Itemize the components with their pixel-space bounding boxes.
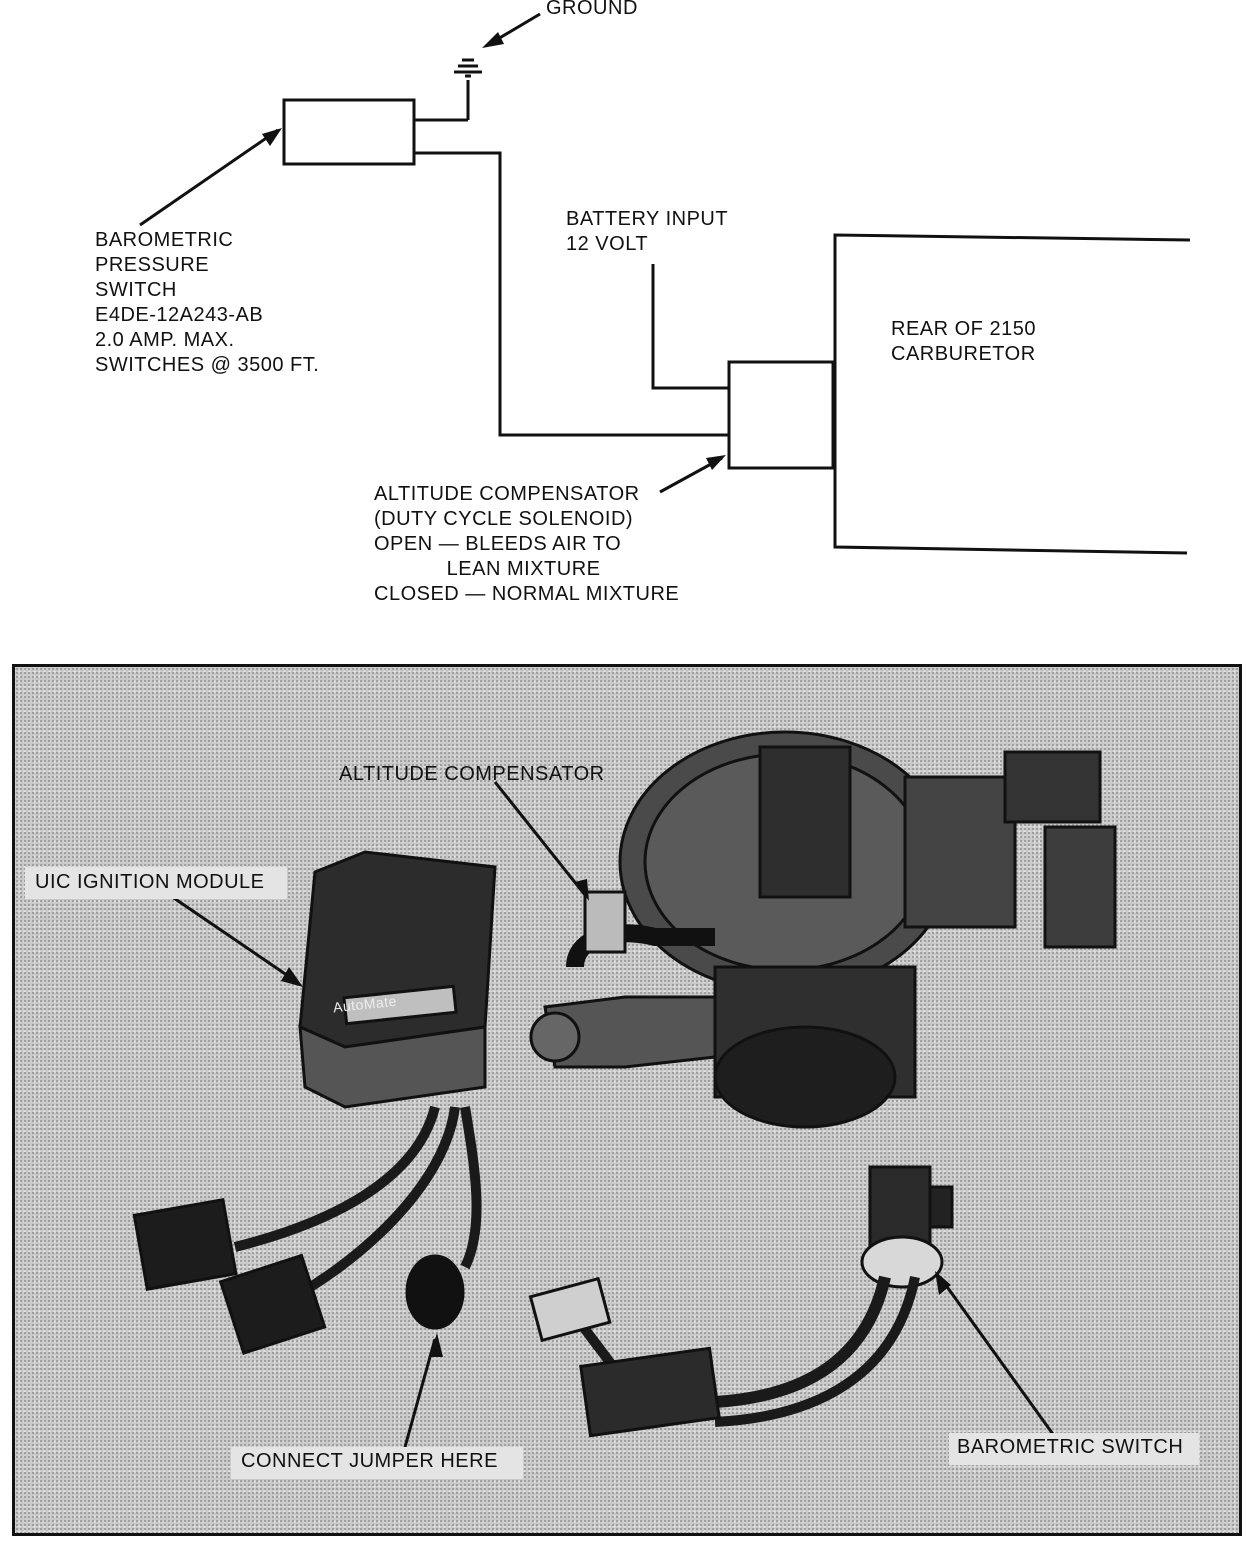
wiring-schematic	[139, 12, 1191, 555]
carburetor-label: REAR OF 2150 CARBURETOR	[891, 318, 1036, 365]
battery-input-label: BATTERY INPUT 12 VOLT	[566, 208, 729, 255]
module-callout-arrow	[164, 890, 298, 984]
component-photo: ALTITUDE COMPENSATOR UIC IGNITION MODULE…	[12, 664, 1242, 1536]
signal-wire	[413, 151, 730, 437]
ignition-module	[298, 850, 497, 1109]
switch-callout-arrow	[938, 1276, 1057, 1438]
barometric-switch-label: BAROMETRIC PRESSURE SWITCH E4DE-12A243-A…	[95, 229, 320, 376]
switch-arrow	[139, 128, 279, 227]
altitude-compensator-callout: ALTITUDE COMPENSATOR	[339, 763, 605, 785]
carburetor	[529, 730, 1117, 1129]
ground-label: GROUND	[546, 0, 638, 19]
altitude-compensator-label: ALTITUDE COMPENSATOR (DUTY CYCLE SOLENOI…	[374, 483, 680, 605]
barometric-switch-box	[282, 98, 416, 166]
photo-illustration	[132, 730, 1117, 1448]
carburetor-outline	[833, 233, 1191, 555]
compensator-box	[727, 360, 835, 470]
barometric-switch	[528, 1165, 954, 1438]
compensator-callout-arrow	[493, 781, 587, 896]
battery-wire	[651, 264, 730, 390]
harness-connectors	[132, 1198, 465, 1356]
barometric-switch-callout: BAROMETRIC SWITCH	[957, 1436, 1184, 1458]
uic-ignition-module-callout: UIC IGNITION MODULE	[35, 871, 265, 893]
connect-jumper-callout: CONNECT JUMPER HERE	[241, 1450, 498, 1472]
